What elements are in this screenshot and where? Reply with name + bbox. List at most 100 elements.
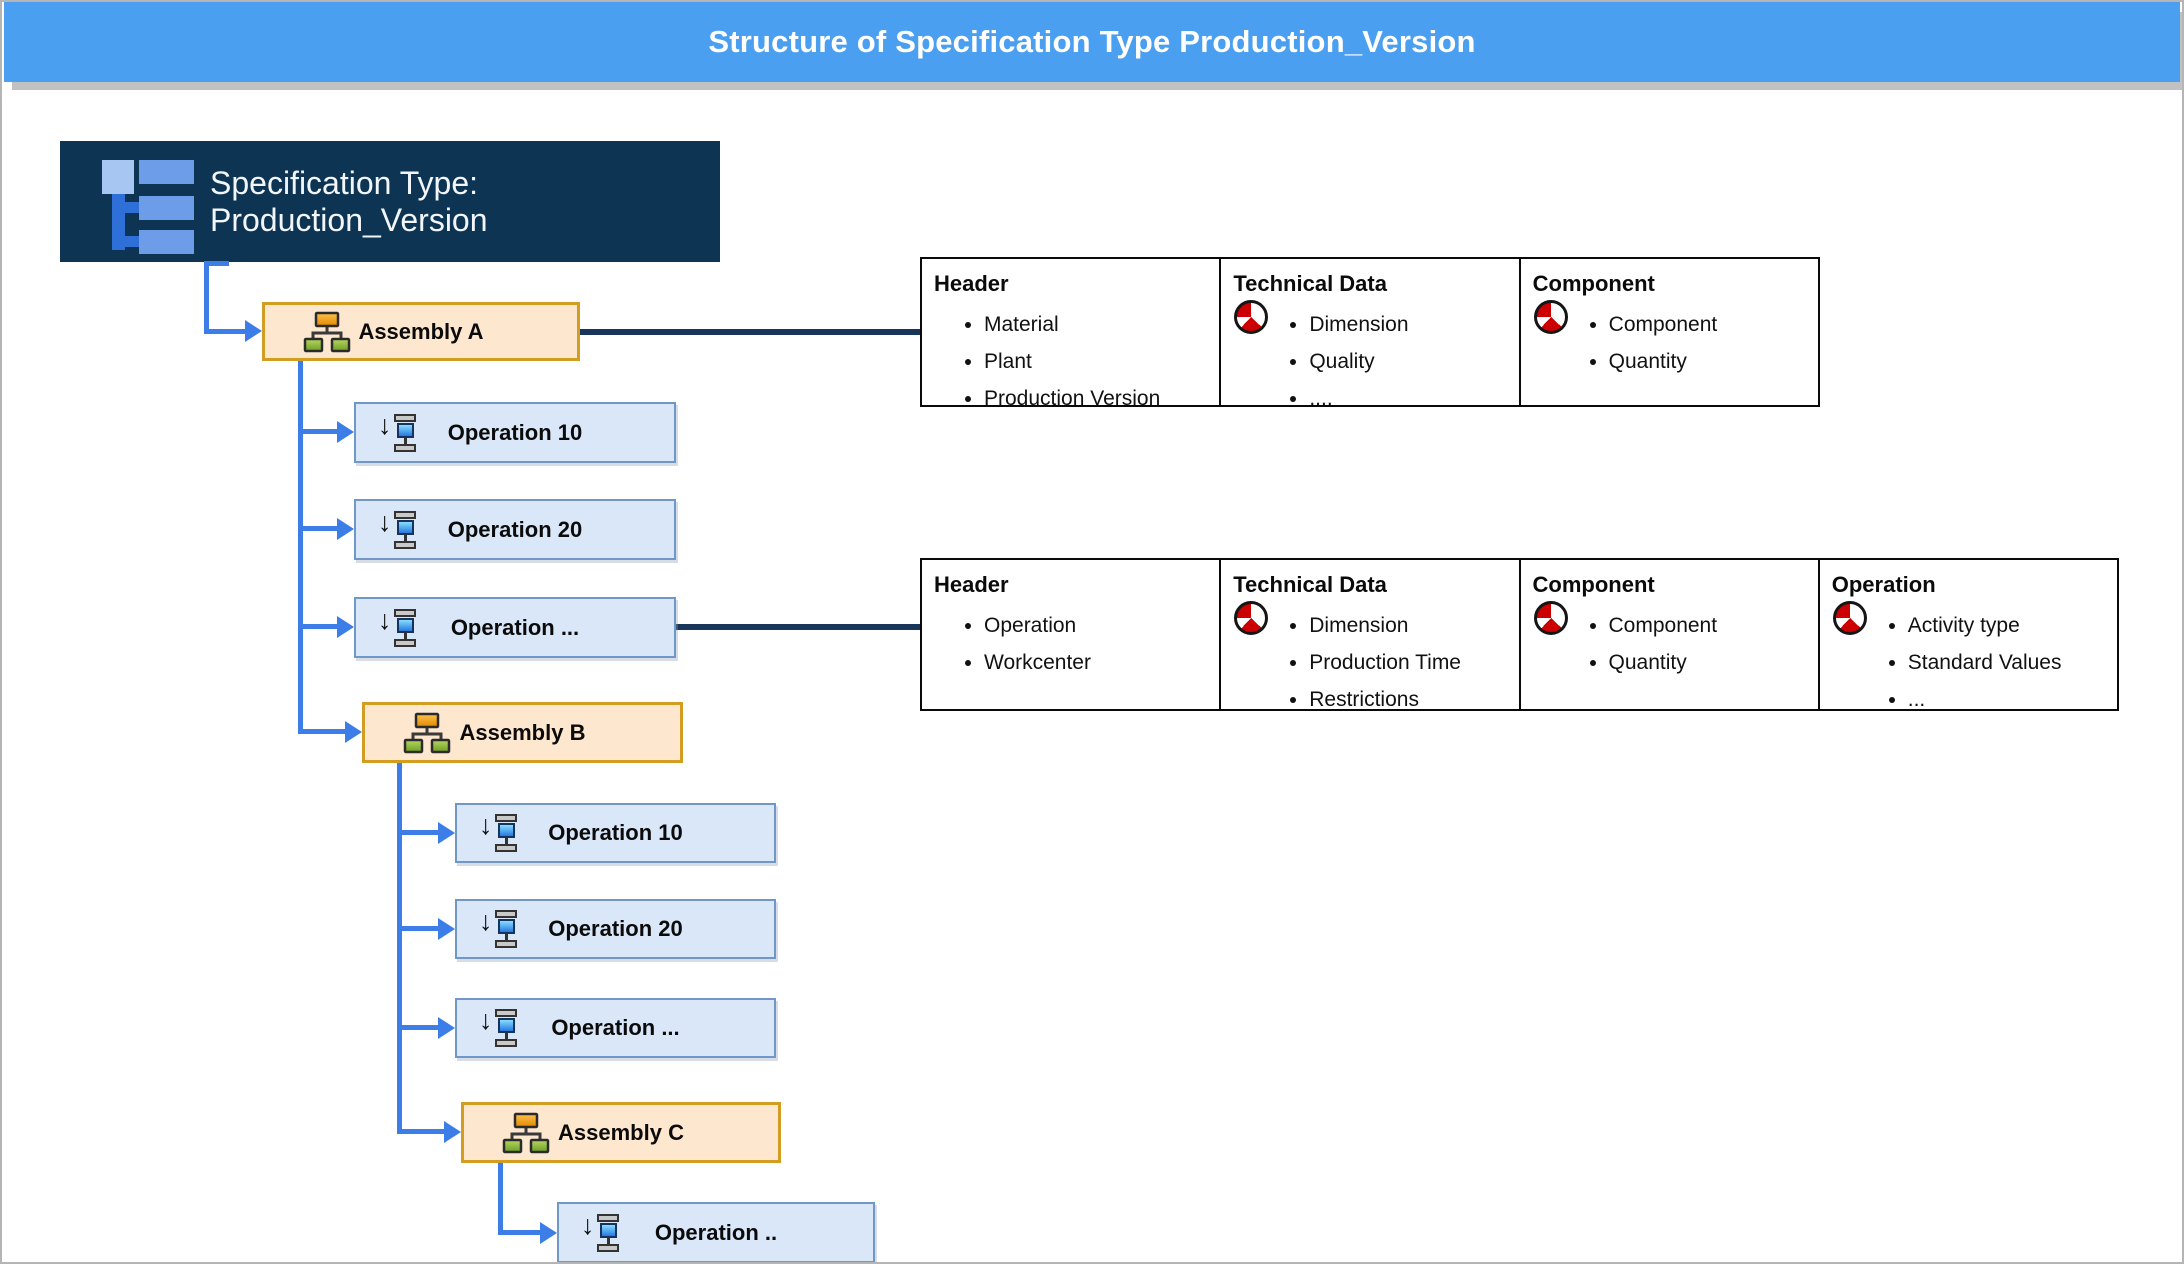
table-cell-operation: Operation Activity type Standard Values … — [1820, 560, 2117, 711]
operation-icon: ↓ — [479, 810, 518, 853]
node-label: Operation 20 — [447, 516, 583, 542]
table-cell-technical-data: Technical Data Dimension Production Time… — [1221, 560, 1521, 711]
arrowhead-icon — [245, 320, 262, 342]
arrowhead-icon — [337, 518, 354, 540]
list-item: Operation — [984, 607, 1219, 644]
arrowhead-icon — [438, 918, 455, 940]
connector — [298, 624, 337, 629]
cell-title: Component — [1532, 271, 1655, 296]
operation-icon: ↓ — [479, 1005, 518, 1048]
list-item: Restrictions — [1309, 681, 1518, 718]
hierarchy-icon — [102, 154, 194, 259]
cell-items: Dimension Quality .... — [1221, 306, 1518, 417]
down-arrow-icon: ↓ — [378, 409, 392, 440]
node-label: Operation ... — [450, 614, 580, 640]
page-title: Structure of Specification Type Producti… — [708, 24, 1476, 59]
list-item: Dimension — [1309, 306, 1518, 343]
cell-title: Technical Data — [1233, 271, 1387, 296]
connector — [397, 1129, 444, 1134]
node-assembly-a: Assembly A — [262, 302, 580, 361]
operation-icon: ↓ — [378, 606, 417, 648]
arrowhead-icon — [438, 822, 455, 844]
operation-icon: ↓ — [378, 506, 417, 550]
node-operation-10-b: ↓ Operation 10 — [455, 803, 776, 863]
connector — [298, 429, 337, 434]
cell-title: Header — [934, 572, 1009, 597]
assembly-detail-table: Header Material Plant Production Version… — [920, 257, 1820, 410]
arrowhead-icon — [540, 1222, 557, 1244]
cell-title: Technical Data — [1233, 572, 1387, 597]
down-arrow-icon: ↓ — [378, 506, 392, 537]
bom-assembly-icon — [303, 311, 351, 353]
arrowhead-icon — [345, 721, 362, 743]
node-assembly-b: Assembly B — [362, 702, 683, 763]
node-label: Operation 10 — [447, 419, 583, 445]
spec-type-label: Specification Type: Production_Version — [210, 164, 488, 238]
table-cell-technical-data: Technical Data Dimension Quality .... — [1221, 259, 1521, 410]
cell-items: Operation Workcenter — [922, 607, 1219, 681]
down-arrow-icon: ↓ — [479, 1005, 493, 1035]
status-pie-icon — [1533, 601, 1568, 635]
connector — [207, 261, 229, 266]
cell-items: Dimension Production Time Restrictions — [1221, 607, 1518, 718]
arrowhead-icon — [438, 1017, 455, 1039]
cell-items: Activity type Standard Values ... — [1820, 607, 2117, 718]
node-operation-20-b: ↓ Operation 20 — [455, 899, 776, 959]
down-arrow-icon: ↓ — [581, 1209, 595, 1240]
down-arrow-icon: ↓ — [479, 810, 493, 840]
connector — [397, 830, 438, 835]
node-operation-dots-b: ↓ Operation ... — [455, 998, 776, 1058]
status-pie-icon — [1234, 300, 1269, 334]
cell-title: Header — [934, 271, 1009, 296]
table-cell-component: Component Component Quantity — [1521, 259, 1818, 405]
node-label: Operation .. — [654, 1219, 778, 1245]
list-item: Activity type — [1908, 607, 2117, 644]
node-operation-20: ↓ Operation 20 — [354, 499, 676, 560]
down-arrow-icon: ↓ — [479, 906, 493, 936]
connector — [298, 729, 345, 734]
titlebar: Structure of Specification Type Producti… — [4, 2, 2180, 82]
cell-items: Material Plant Production Version — [922, 306, 1219, 417]
cell-title: Component — [1532, 572, 1655, 597]
node-operation-dots-c: ↓ Operation .. — [557, 1202, 875, 1262]
list-item: Standard Values — [1908, 644, 2117, 681]
connector — [204, 261, 209, 333]
connector — [498, 1230, 540, 1235]
list-item: Quantity — [1609, 644, 1818, 681]
node-assembly-c: Assembly C — [461, 1102, 781, 1163]
connector — [397, 1025, 438, 1030]
status-pie-icon — [1832, 601, 1867, 635]
list-item: .... — [1309, 380, 1518, 417]
list-item: Quantity — [1609, 343, 1818, 380]
operation-icon: ↓ — [479, 906, 518, 949]
list-item: Production Version — [984, 380, 1219, 417]
node-label: Assembly A — [358, 318, 484, 344]
node-operation-dots: ↓ Operation ... — [354, 597, 676, 658]
cell-items: Component Quantity — [1521, 306, 1818, 380]
node-label: Operation 20 — [548, 916, 683, 941]
spec-type-box: Specification Type: Production_Version — [60, 141, 720, 262]
connector — [298, 526, 337, 531]
node-label: Assembly B — [459, 719, 586, 745]
connector — [204, 329, 245, 334]
connector — [498, 1163, 503, 1235]
node-label: Operation 10 — [548, 820, 683, 845]
connector — [298, 361, 303, 734]
table-cell-header: Header Operation Workcenter — [922, 560, 1222, 709]
list-item: Component — [1609, 607, 1818, 644]
list-item: ... — [1908, 681, 2117, 718]
cell-title: Operation — [1831, 572, 1936, 597]
list-item: Plant — [984, 343, 1219, 380]
status-pie-icon — [1234, 601, 1269, 635]
bom-assembly-icon — [502, 1112, 550, 1154]
table-connector — [580, 329, 920, 335]
node-label: Assembly C — [558, 1119, 684, 1145]
node-operation-10: ↓ Operation 10 — [354, 402, 676, 463]
list-item: Workcenter — [984, 644, 1219, 681]
list-item: Component — [1609, 306, 1818, 343]
arrowhead-icon — [337, 421, 354, 443]
arrowhead-icon — [337, 616, 354, 638]
list-item: Material — [984, 306, 1219, 343]
connector — [397, 763, 402, 1134]
connector — [397, 926, 438, 931]
